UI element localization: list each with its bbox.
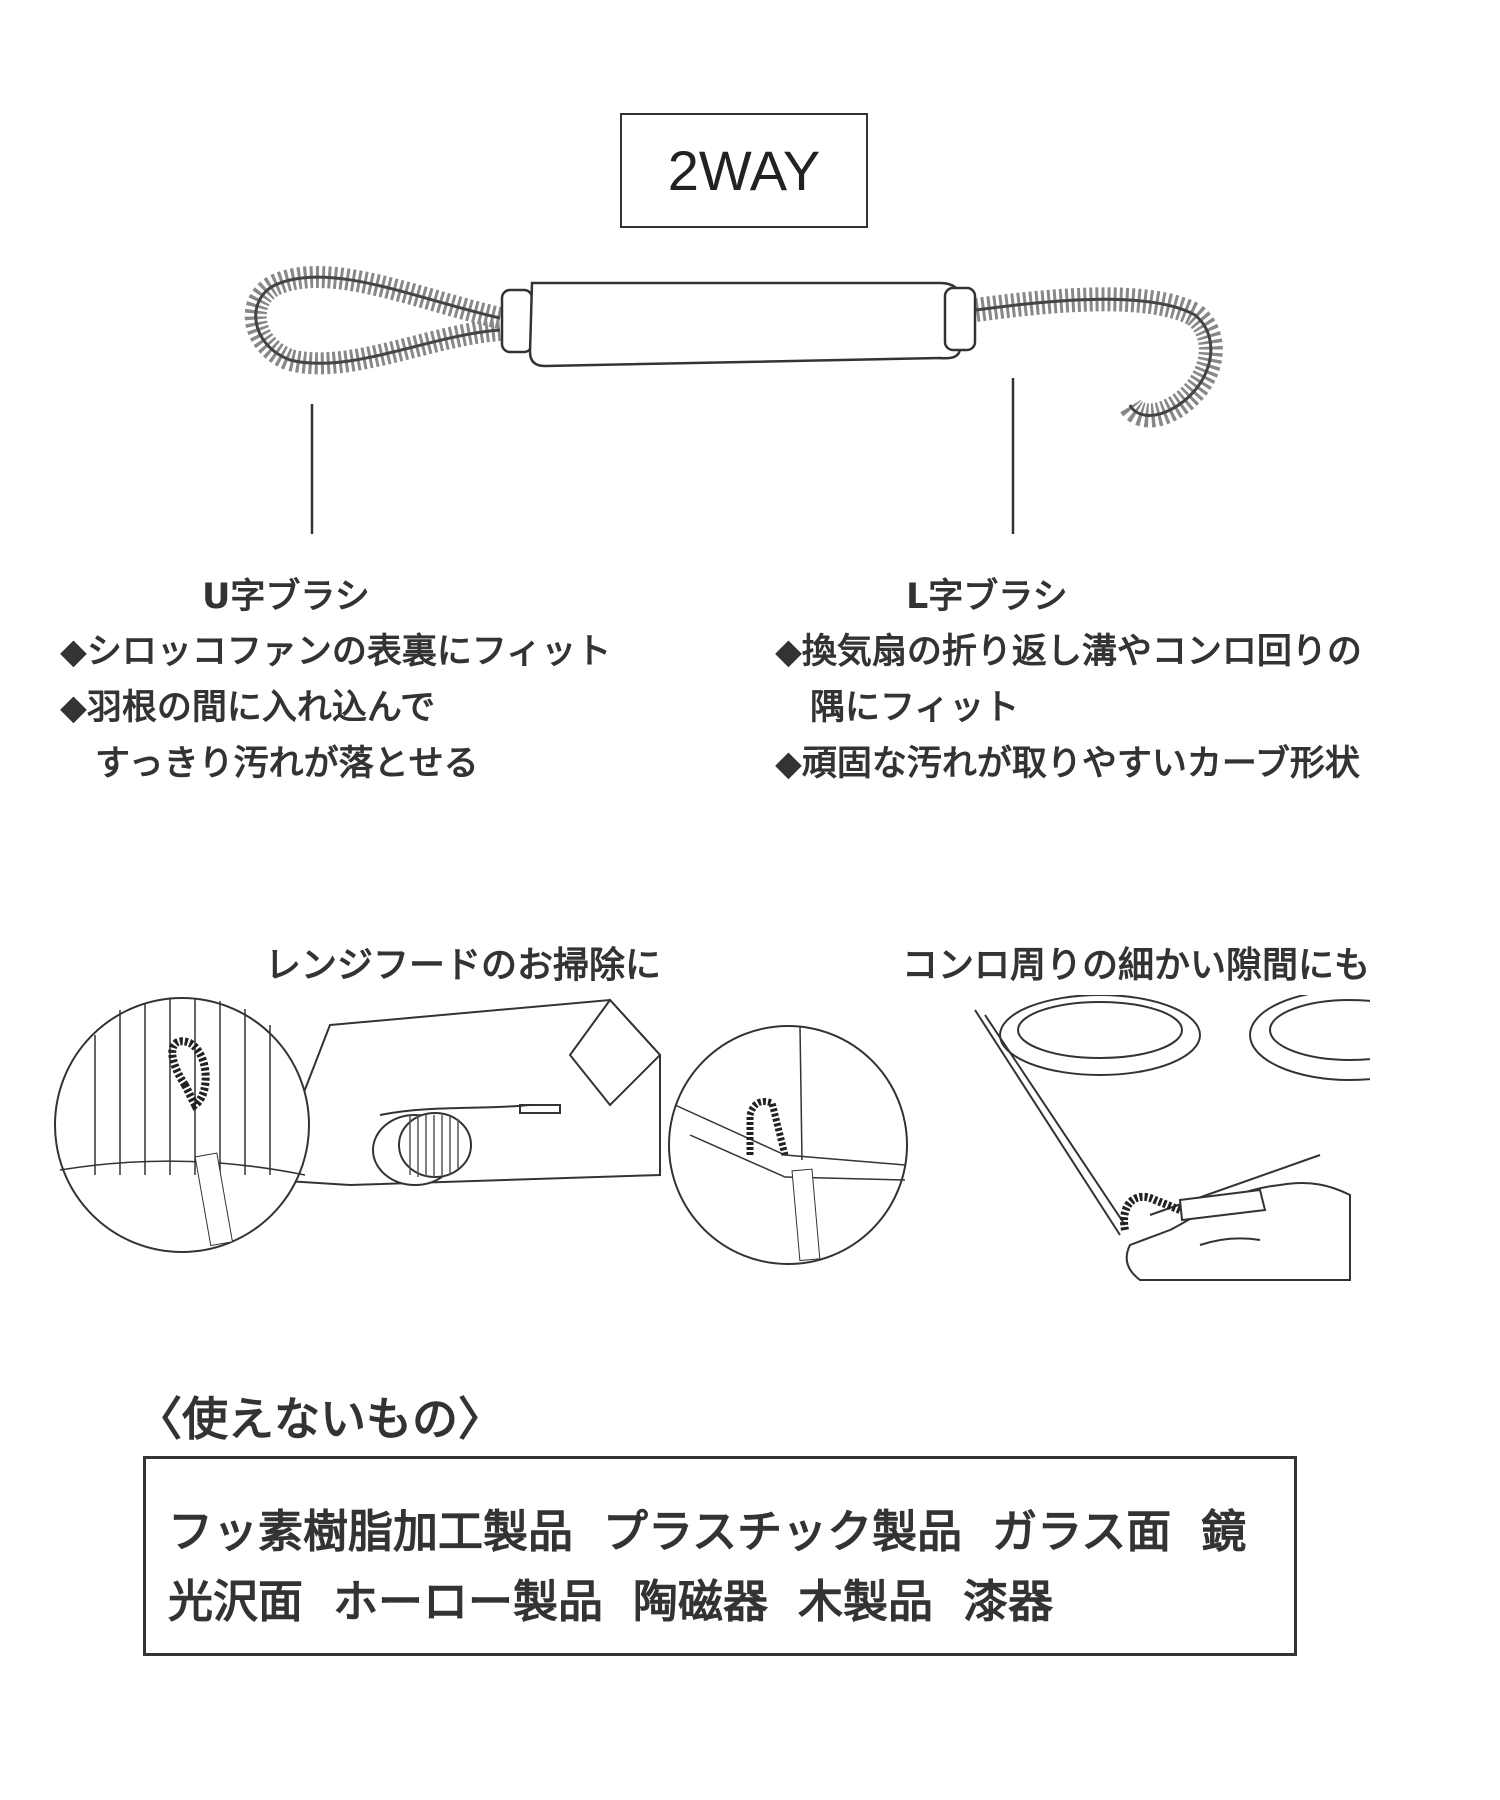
not-usable-item: ホーロー製品 (333, 1575, 604, 1628)
not-usable-line: 光沢面ホーロー製品陶磁器木製品漆器 (168, 1567, 1272, 1637)
not-usable-item: プラスチック製品 (603, 1505, 963, 1558)
not-usable-item: フッ素樹脂加工製品 (168, 1505, 574, 1558)
zoom-circle-left (54, 997, 310, 1253)
l-brush-head (974, 287, 1223, 428)
not-usable-title: 〈使えないもの〉 (136, 1392, 504, 1446)
u-brush-feature: すっきり汚れが落とせる (60, 744, 479, 784)
not-usable-item: 木製品 (798, 1575, 934, 1628)
not-usable-item: 鏡 (1201, 1505, 1247, 1558)
u-brush-head (244, 266, 503, 375)
two-way-label: 2WAY (620, 113, 868, 228)
u-brush-features: ◆シロッコファンの表裏にフィット ◆羽根の間に入れ込んで すっきり汚れが落とせる (60, 624, 611, 792)
u-brush-feature: ◆羽根の間に入れ込んで (60, 688, 436, 728)
l-brush-feature: 隅にフィット (775, 688, 1020, 728)
l-brush-features: ◆換気扇の折り返し溝やコンロ回りの 隅にフィット ◆頑固な汚れが取りやすいカーブ… (775, 624, 1362, 792)
stove-illustration (974, 995, 1370, 1281)
not-usable-item: ガラス面 (992, 1505, 1172, 1558)
brush-illustration (244, 266, 1223, 534)
range-hood-illustration (54, 997, 908, 1265)
brush-handle (500, 281, 977, 368)
not-usable-item: 光沢面 (168, 1575, 304, 1628)
zoom-circle-right (668, 1025, 908, 1265)
not-usable-line: フッ素樹脂加工製品プラスチック製品ガラス面鏡 (168, 1497, 1272, 1567)
l-brush-feature: ◆換気扇の折り返し溝やコンロ回りの (775, 632, 1362, 672)
not-usable-box: フッ素樹脂加工製品プラスチック製品ガラス面鏡 光沢面ホーロー製品陶磁器木製品漆器 (143, 1456, 1297, 1656)
stove-caption: コンロ周りの細かい隙間にも (902, 945, 1371, 986)
l-brush-feature: ◆頑固な汚れが取りやすいカーブ形状 (775, 744, 1360, 784)
not-usable-item: 陶磁器 (633, 1575, 769, 1628)
not-usable-item: 漆器 (963, 1575, 1054, 1628)
u-brush-feature: ◆シロッコファンの表裏にフィット (60, 632, 612, 672)
l-brush-heading: L字ブラシ (906, 577, 1068, 617)
range-hood-caption: レンジフードのお掃除に (265, 945, 662, 986)
u-brush-heading: U字ブラシ (202, 577, 370, 617)
